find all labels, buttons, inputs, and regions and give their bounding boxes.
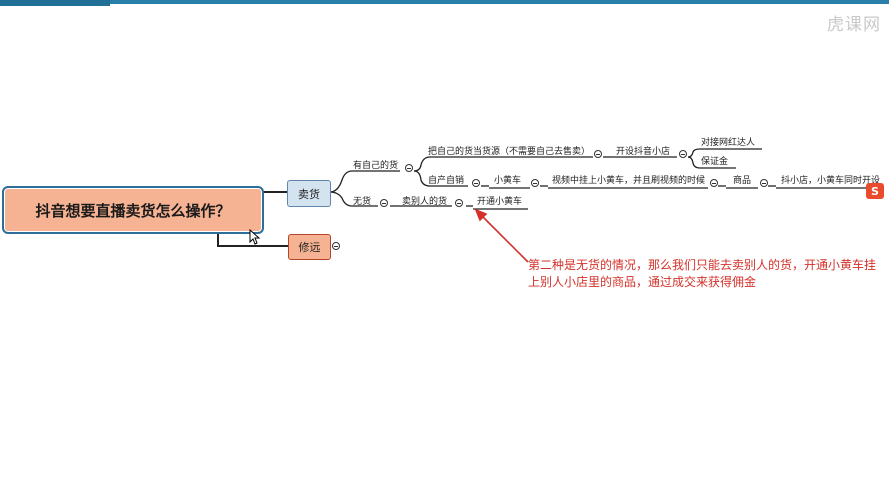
deposit-node[interactable]: 保证金 xyxy=(701,157,729,167)
no-goods-node[interactable]: 无货 xyxy=(353,197,372,207)
collapse-toggle-icon[interactable] xyxy=(472,179,480,187)
sell-others-node[interactable]: 卖别人的货 xyxy=(402,197,448,207)
cursor-icon xyxy=(249,229,261,245)
annotation-text: 第二种是无货的情况，那么我们只能去卖别人的货，开通小黄车挂上别人小店里的商品，通… xyxy=(528,258,877,289)
has-goods-node[interactable]: 有自己的货 xyxy=(353,161,399,171)
store-cart-node[interactable]: 抖小店，小黄车同时开设 xyxy=(781,176,881,186)
open-store-node[interactable]: 开设抖音小店 xyxy=(616,147,671,157)
collapse-toggle-icon[interactable] xyxy=(760,179,768,187)
root-node-label: 抖音想要直播卖货怎么操作？ xyxy=(35,201,231,220)
open-cart-node[interactable]: 开通小黄车 xyxy=(477,197,523,207)
top-tab[interactable] xyxy=(0,0,110,6)
dock-influencer-node[interactable]: 对接网红达人 xyxy=(701,138,756,148)
xiuyuan-node[interactable]: 修远 xyxy=(288,234,331,260)
own-source-node[interactable]: 把自己的货当货源（不需要自己去售卖） xyxy=(428,147,591,157)
collapse-toggle-icon[interactable] xyxy=(380,199,388,207)
self-sell-node[interactable]: 自产自销 xyxy=(428,176,465,186)
sell-goods-node[interactable]: 卖货 xyxy=(287,180,331,207)
collapse-toggle-icon[interactable] xyxy=(710,179,718,187)
sogou-input-icon[interactable]: S xyxy=(866,183,884,199)
video-mount-node[interactable]: 视频中挂上小黄车，并且刷视频的时候 xyxy=(552,176,706,186)
top-bar xyxy=(0,0,889,4)
collapse-toggle-icon[interactable] xyxy=(531,179,539,187)
collapse-toggle-icon[interactable] xyxy=(455,199,463,207)
collapse-toggle-icon[interactable] xyxy=(679,150,687,158)
watermark-logo: 虎课网 xyxy=(827,15,881,35)
collapse-toggle-icon[interactable] xyxy=(594,150,602,158)
collapse-toggle-icon[interactable] xyxy=(405,164,413,172)
root-node[interactable]: 抖音想要直播卖货怎么操作？ xyxy=(2,186,264,234)
collapse-toggle-icon[interactable] xyxy=(332,242,340,250)
goods-node[interactable]: 商品 xyxy=(733,176,752,186)
yellow-cart-node[interactable]: 小黄车 xyxy=(494,176,522,186)
